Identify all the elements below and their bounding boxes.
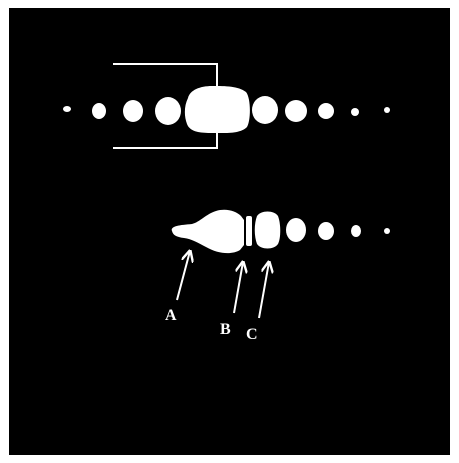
top-spot [285, 100, 307, 122]
top-spot [155, 97, 181, 125]
top-spot [123, 100, 143, 122]
top-spot [92, 103, 106, 119]
bottom-spot-b [246, 216, 252, 246]
bottom-spot [318, 222, 334, 240]
label-b: B [220, 321, 231, 338]
bottom-spot-row [171, 209, 390, 254]
top-spot [252, 96, 278, 124]
top-spot [351, 108, 359, 116]
bottom-spot [351, 225, 361, 237]
top-spot [63, 106, 71, 112]
top-spot [384, 107, 390, 113]
arrow-c [258, 262, 269, 319]
arrow-a [176, 251, 190, 301]
bottom-spot [384, 228, 390, 234]
label-a: A [165, 307, 177, 324]
bottom-spot [286, 218, 306, 242]
arrow-b [233, 262, 243, 314]
top-spot [318, 103, 334, 119]
label-c: C [246, 326, 258, 343]
bottom-spot-c [254, 211, 281, 249]
selection-bracket [113, 63, 218, 149]
bottom-streak [171, 209, 244, 254]
